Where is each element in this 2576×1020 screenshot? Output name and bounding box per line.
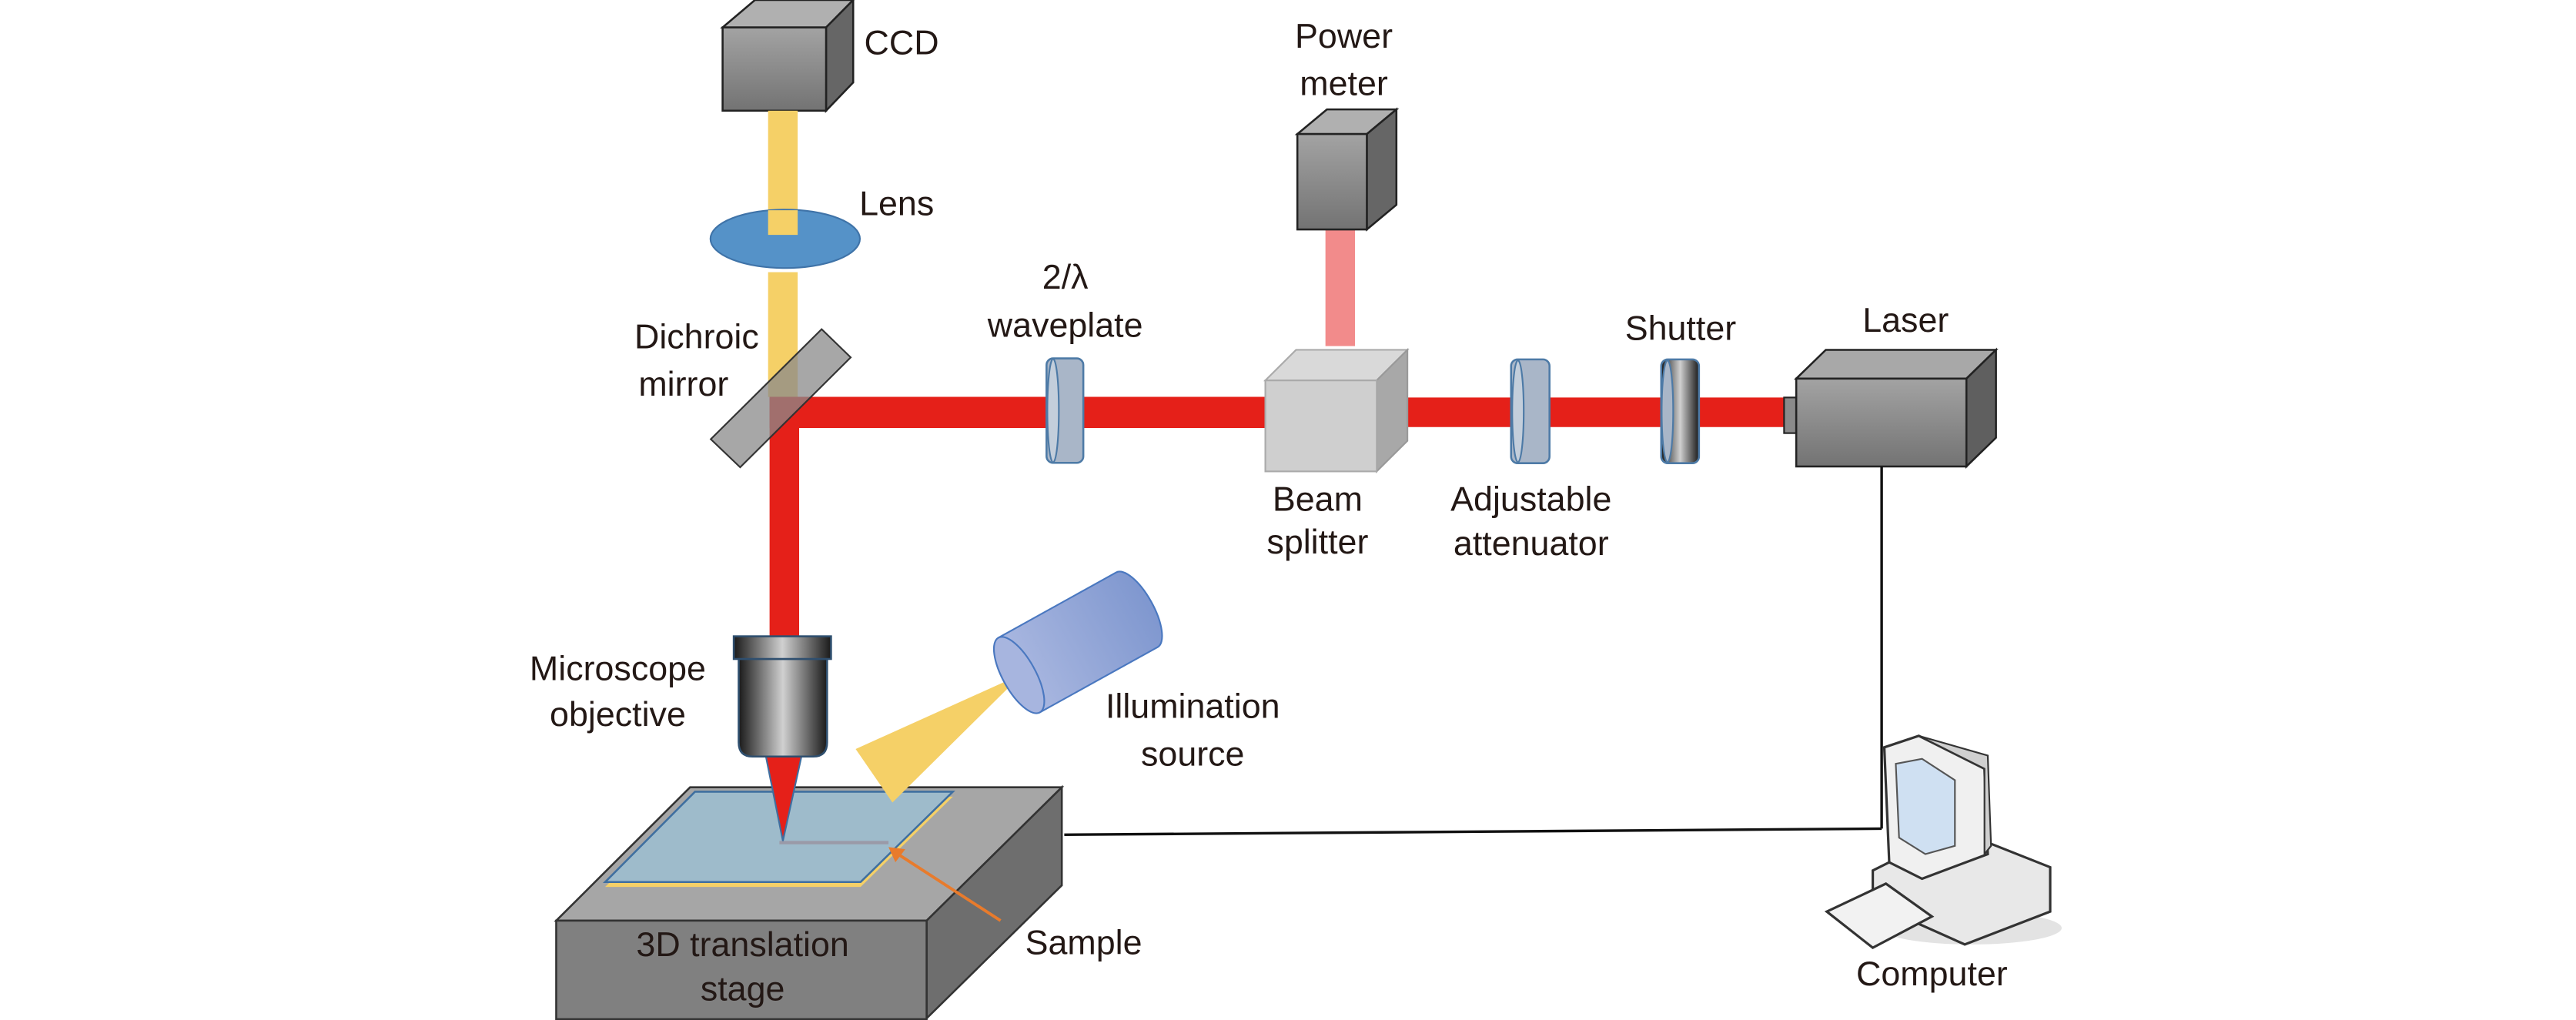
laser (1783, 347, 1999, 469)
illumination-source (992, 570, 1163, 714)
stage-label-line2: stage (701, 969, 785, 1008)
microscope-objective (732, 635, 832, 841)
illumination-label-line1: Illumination (1106, 687, 1280, 725)
attenuator-label-line1: Adjustable (1450, 480, 1611, 519)
half-waveplate (1045, 357, 1085, 464)
stage-computer-cable (1064, 827, 1882, 837)
computer-label: Computer (1856, 955, 2008, 993)
beam-splitter-label-line1: Beam (1273, 480, 1363, 519)
sample-label: Sample (1025, 924, 1142, 962)
shutter-label: Shutter (1625, 309, 1737, 348)
laser-beam-from-laser (1377, 397, 1786, 427)
attenuator-label-line2: attenuator (1454, 524, 1609, 563)
laser-beam-to-objective (769, 396, 800, 637)
reflected-beam-to-power-meter (1325, 229, 1356, 346)
waveplate-label-line2: waveplate (987, 306, 1143, 344)
shutter (1660, 358, 1701, 464)
dichroic-mirror-label-line1: Dichroic (634, 317, 759, 356)
laser-label: Laser (1862, 301, 1949, 339)
waveplate-label-line1: 2/λ (1042, 258, 1089, 296)
power-meter (1294, 107, 1400, 232)
ccd-camera (720, 0, 855, 113)
beam-splitter (1263, 347, 1410, 473)
ccd-label: CCD (865, 23, 939, 62)
illumination-label-line2: source (1141, 734, 1244, 773)
dichroic-mirror (709, 328, 852, 469)
lens (709, 209, 861, 269)
adjustable-attenuator (1510, 358, 1551, 464)
objective-label-line1: Microscope (530, 649, 706, 687)
objective-label-line2: objective (550, 695, 686, 734)
power-meter-label-line1: Power (1295, 17, 1393, 55)
power-meter-label-line2: meter (1300, 65, 1388, 103)
illumination-light-cone (855, 674, 1023, 803)
sample (602, 791, 955, 888)
laser-beam-to-mirror (769, 396, 1266, 429)
sample-arrow (888, 847, 1002, 922)
computer-icon (1824, 734, 2062, 950)
lens-label: Lens (859, 185, 934, 223)
imaging-beam-through-lens (768, 210, 798, 236)
stage-label-line1: 3D translation (636, 925, 848, 964)
dichroic-mirror-label-line2: mirror (638, 365, 728, 403)
beam-splitter-label-line2: splitter (1266, 523, 1368, 561)
